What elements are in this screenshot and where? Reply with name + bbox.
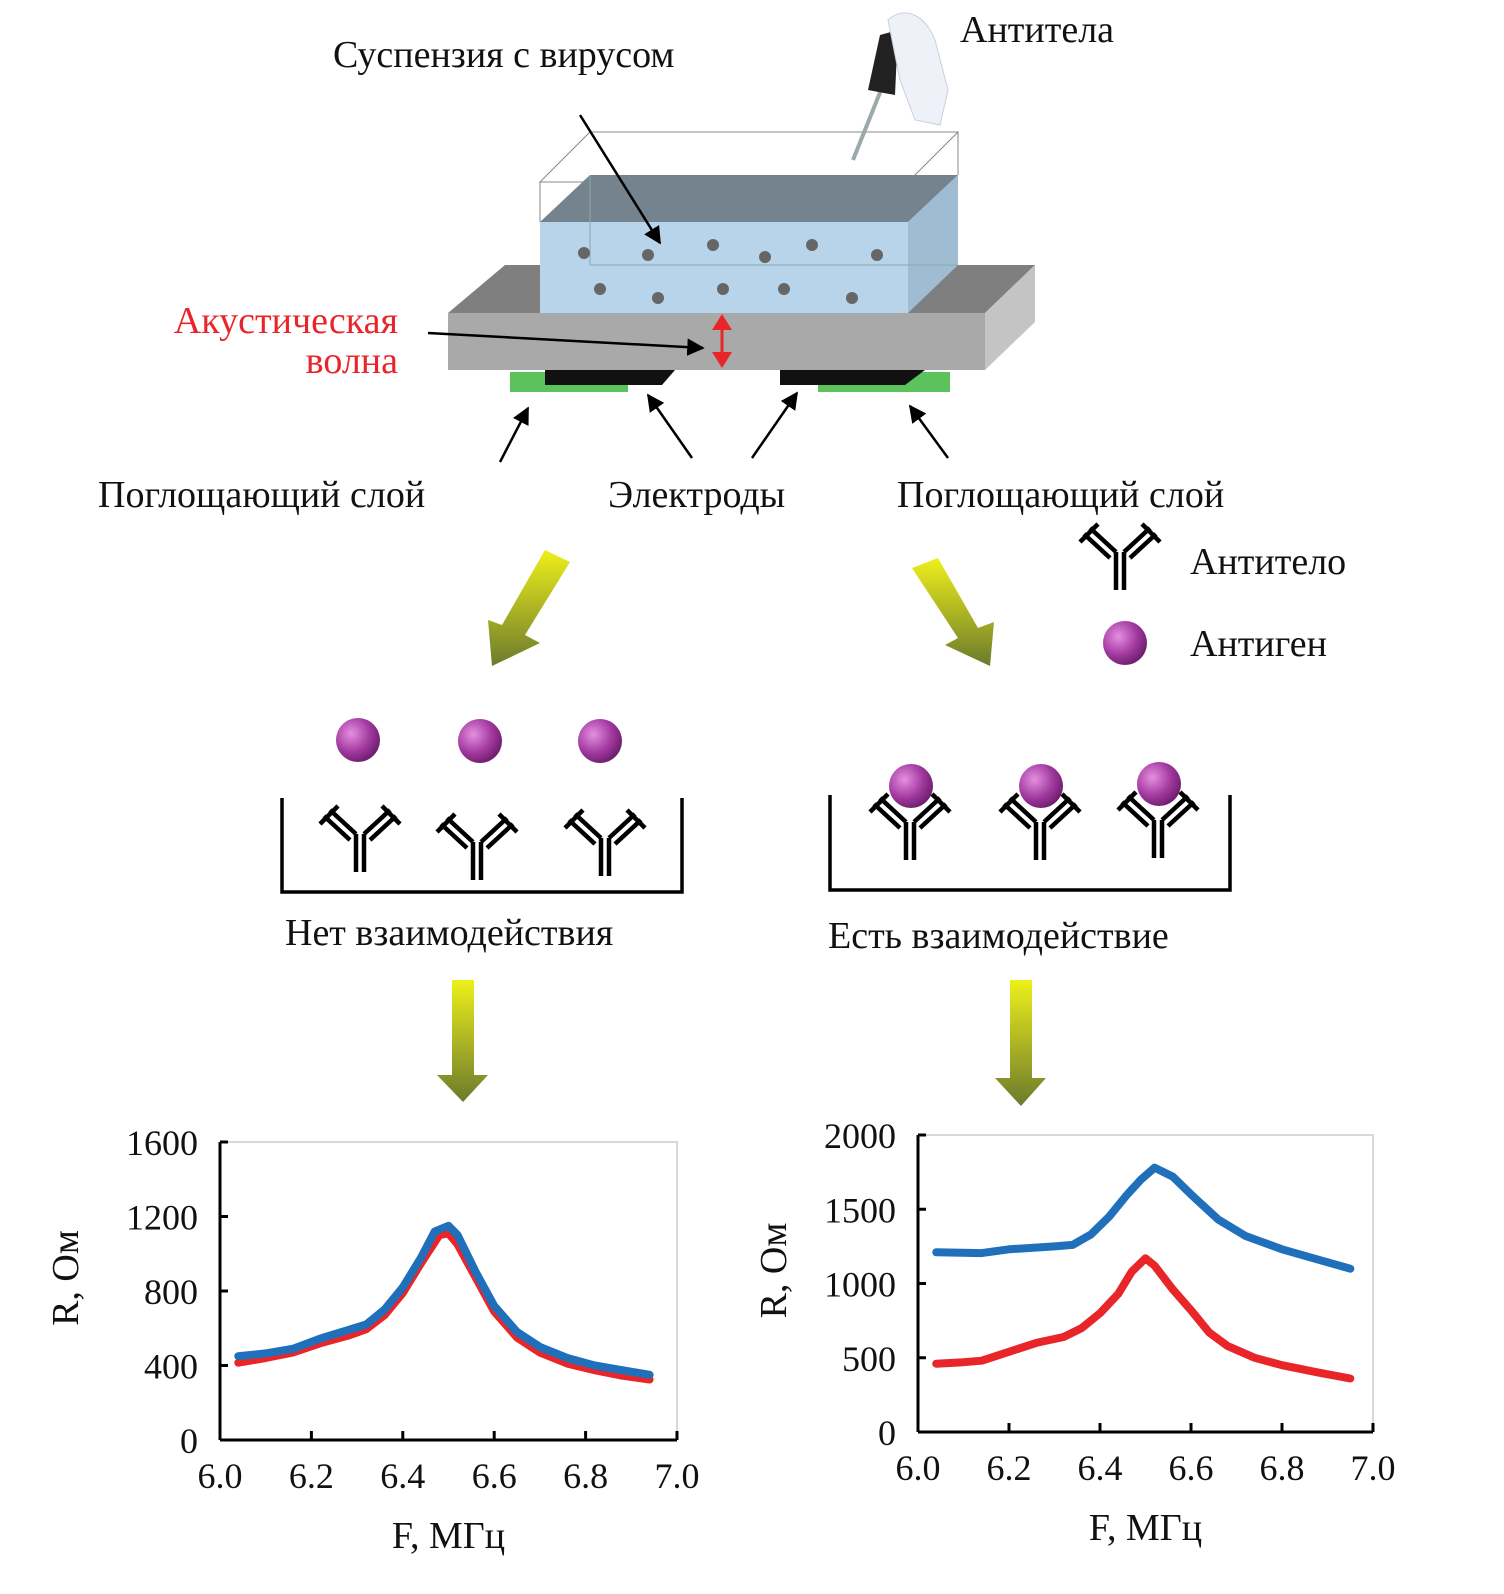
electrode-left (545, 370, 675, 385)
interaction-panel (828, 762, 1232, 892)
antigen-icon (1019, 764, 1063, 808)
y-tick-label: 1500 (824, 1190, 896, 1230)
liquid-chamber (538, 131, 960, 313)
no-interaction-panel (280, 718, 684, 894)
y-axis-label: R, Ом (45, 1230, 87, 1326)
legend-antigen-label: Антиген (1190, 623, 1327, 665)
antibody-icon (320, 806, 400, 872)
antigen-icon (336, 718, 380, 762)
electrodes-label: Электроды (608, 474, 785, 516)
x-tick-label: 7.0 (655, 1456, 700, 1496)
x-tick-label: 6.4 (1078, 1448, 1123, 1488)
y-axis-label: R, Ом (753, 1223, 795, 1319)
saw-device (427, 12, 1035, 463)
x-tick-label: 6.8 (1260, 1448, 1305, 1488)
x-tick-label: 6.8 (563, 1456, 608, 1496)
x-tick-label: 6.2 (987, 1448, 1032, 1488)
y-tick-label: 0 (878, 1413, 896, 1453)
x-tick-label: 6.6 (1169, 1448, 1214, 1488)
acoustic-wave-label-2: волна (306, 340, 398, 382)
y-tick-label: 1600 (126, 1123, 198, 1163)
antibody-legend-icon (1080, 524, 1160, 590)
antigen-legend-icon (1103, 621, 1147, 665)
y-tick-label: 0 (180, 1421, 198, 1461)
x-tick-label: 6.4 (380, 1456, 425, 1496)
x-tick-label: 6.0 (896, 1448, 941, 1488)
interaction-label: Есть взаимодействие (828, 915, 1169, 957)
arrow-down-right-icon (912, 558, 994, 666)
suspension-label: Суспензия с вирусом (333, 34, 674, 76)
series-red-line (932, 1254, 1355, 1383)
antigen-icon (458, 719, 502, 763)
arrow-down-icon (995, 980, 1046, 1106)
legend-antibody-label: Антитело (1190, 541, 1346, 583)
series-blue-line (234, 1221, 654, 1379)
antigen-icon (889, 764, 933, 808)
chart-no-interaction: 0 400 800 1200 1600 6.0 6.2 6.4 6.6 6.8 7.0 F, МГц R… (45, 1123, 700, 1557)
series-blue-line (932, 1163, 1355, 1273)
series-red-line (234, 1229, 654, 1384)
x-tick-label: 6.0 (198, 1456, 243, 1496)
x-tick-label: 6.6 (472, 1456, 517, 1496)
no-interaction-label: Нет взаимодействия (285, 912, 613, 954)
x-axis-label: F, МГц (1089, 1507, 1202, 1549)
absorbing-layer-left-label: Поглощающий слой (98, 474, 425, 516)
x-tick-label: 7.0 (1351, 1448, 1396, 1488)
pipette-hand-icon (851, 12, 949, 161)
antigen-icon (578, 719, 622, 763)
virus-particles (578, 239, 883, 304)
y-tick-label: 800 (144, 1272, 198, 1312)
acoustic-wave-label-1: Акустическая (174, 300, 398, 342)
x-tick-label: 6.2 (289, 1456, 334, 1496)
antibody-icon (437, 814, 517, 880)
y-tick-label: 1200 (126, 1198, 198, 1238)
plot-frame (220, 1141, 678, 1440)
y-tick-label: 1000 (824, 1265, 896, 1305)
arrow-down-left-icon (488, 550, 570, 666)
y-tick-label: 2000 (824, 1116, 896, 1156)
antibodies-label: Антитела (960, 9, 1114, 51)
antibody-icon (565, 810, 645, 876)
x-axis-label: F, МГц (392, 1515, 505, 1557)
absorbing-layer-right-label: Поглощающий слой (897, 474, 1224, 516)
y-tick-label: 500 (842, 1339, 896, 1379)
arrow-down-icon (437, 980, 488, 1102)
y-tick-label: 400 (144, 1347, 198, 1387)
antigen-icon (1137, 762, 1181, 806)
chart-interaction: 0 500 1000 1500 2000 6.0 6.2 6.4 6.6 6.8 7.0 F, МГц… (753, 1116, 1396, 1549)
plot-frame (918, 1134, 1374, 1432)
electrode-right (780, 370, 925, 385)
